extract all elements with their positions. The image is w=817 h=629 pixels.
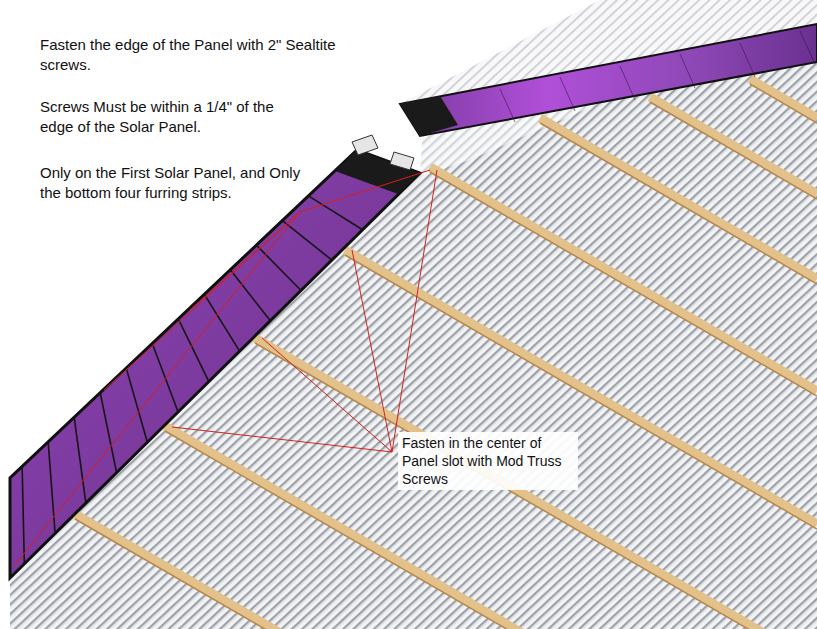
cell-divider <box>74 417 86 503</box>
cell-divider <box>230 270 270 321</box>
solar-panel <box>400 24 817 136</box>
solar-panel <box>10 135 420 578</box>
cell-divider <box>100 393 116 473</box>
instruction-note: Only on the First Solar Panel, and Only … <box>40 163 308 203</box>
instruction-note: Fasten the edge of the Panel with 2" Sea… <box>40 35 340 75</box>
cell-divider <box>256 245 301 290</box>
callout-note: Fasten in the center of Panel slot with … <box>398 432 578 490</box>
leader-lines <box>14 170 437 566</box>
cell-divider <box>152 344 178 412</box>
instruction-note: Screws Must be within a 1/4" of the edge… <box>40 97 302 137</box>
cell-divider <box>22 467 24 564</box>
cell-divider <box>178 319 209 382</box>
cell-divider <box>204 294 239 351</box>
cell-divider <box>282 221 331 261</box>
